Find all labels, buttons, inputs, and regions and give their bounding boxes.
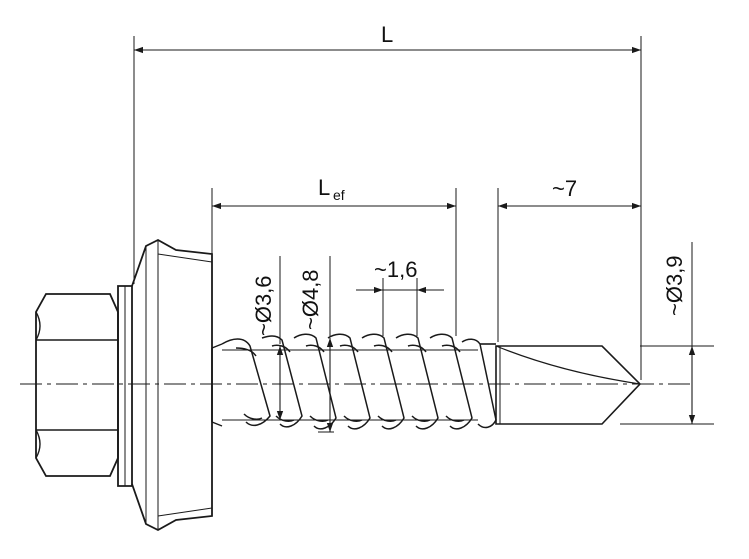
label-inner-thread-diameter: ~Ø3,6 bbox=[251, 275, 276, 336]
label-outer-thread-diameter: ~Ø4,8 bbox=[298, 269, 323, 330]
label-drill-diameter: ~Ø3,9 bbox=[662, 255, 687, 316]
flange bbox=[117, 285, 133, 487]
hex-head bbox=[35, 293, 119, 477]
drill-tip bbox=[480, 343, 642, 425]
label-effective-length: L bbox=[318, 175, 330, 200]
thread bbox=[221, 333, 497, 430]
label-drill-tip-length: ~7 bbox=[552, 176, 577, 201]
extension-lines bbox=[133, 36, 714, 433]
label-total-length: L bbox=[381, 22, 393, 47]
sealing-washer bbox=[131, 238, 213, 532]
label-effective-length-subscript: ef bbox=[333, 187, 345, 203]
shank bbox=[211, 343, 223, 427]
label-thread-pitch: ~1,6 bbox=[374, 257, 417, 282]
